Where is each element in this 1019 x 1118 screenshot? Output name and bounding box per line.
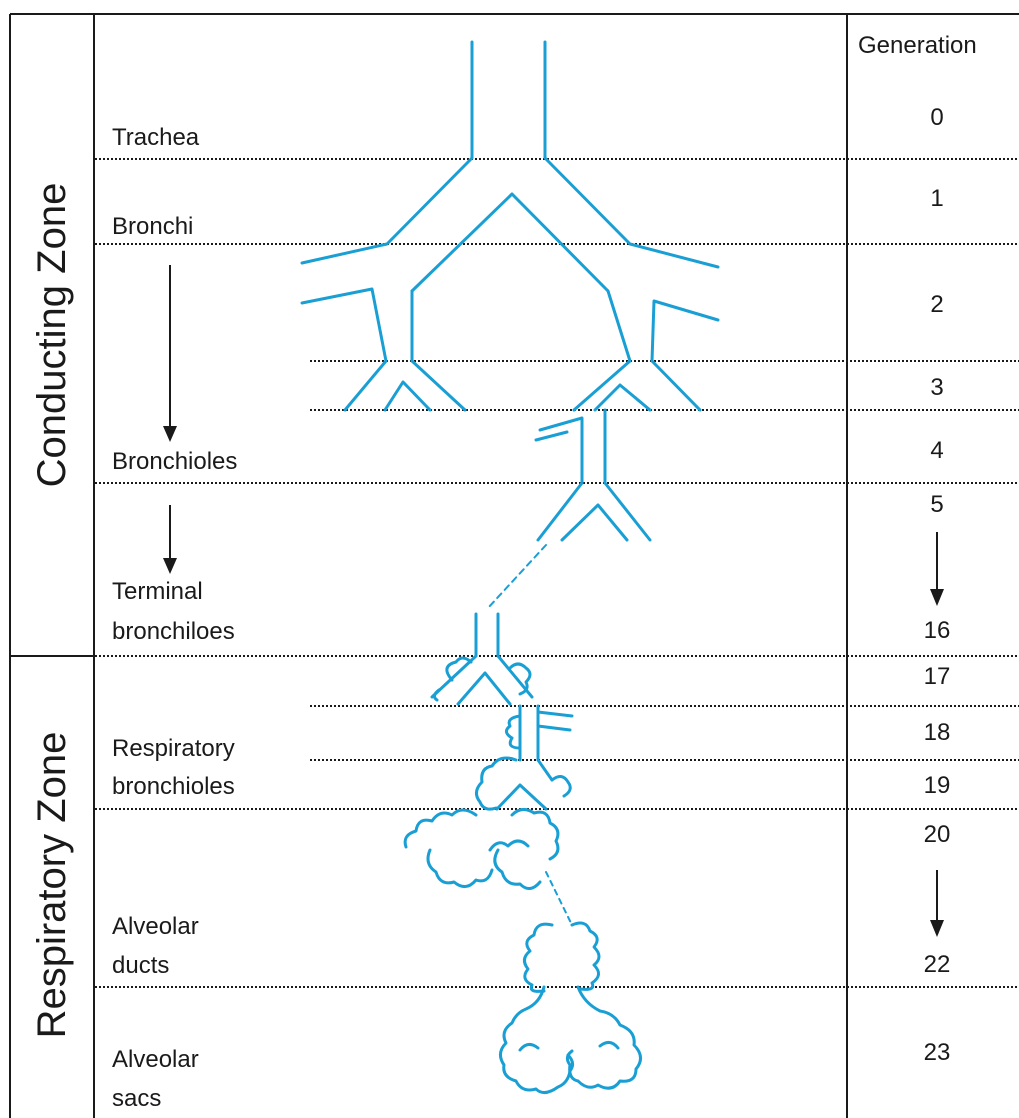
generation-number: 4 <box>897 436 977 466</box>
alveolar-ducts-label-line1: Alveolar <box>112 911 199 943</box>
generation-number: 0 <box>897 103 977 133</box>
generation-number: 5 <box>897 490 977 520</box>
generation-number: 18 <box>897 718 977 748</box>
trachea-label: Trachea <box>112 122 199 154</box>
respiratory-zone-label: Respiratory Zone <box>28 732 76 1039</box>
respiratory-bronchioles-label-line1: Respiratory <box>112 733 235 765</box>
bronchi-label: Bronchi <box>112 211 193 243</box>
generation-dividers <box>95 159 1019 987</box>
generation-number: 16 <box>897 616 977 646</box>
respiratory-bronchioles-label-line2: bronchioles <box>112 771 235 803</box>
generation-number: 1 <box>897 184 977 214</box>
terminal-bronchioles-label-line2: bronchiloes <box>112 616 235 648</box>
terminal-bronchioles-label-line1: Terminal <box>112 576 203 608</box>
generation-number: 19 <box>897 771 977 801</box>
generation-number: 2 <box>897 290 977 320</box>
down-arrows-left <box>163 265 177 574</box>
alveolar-sacs-label-line2: sacs <box>112 1083 161 1115</box>
alveolar-ducts-label-line2: ducts <box>112 950 169 982</box>
generation-header: Generation <box>858 30 977 62</box>
generation-number: 20 <box>897 820 977 850</box>
conducting-zone-label: Conducting Zone <box>28 183 76 488</box>
bronchioles-label: Bronchioles <box>112 446 237 478</box>
generation-number: 23 <box>897 1038 977 1068</box>
alveolar-sacs-label-line1: Alveolar <box>112 1044 199 1076</box>
generation-number: 17 <box>897 662 977 692</box>
generation-number: 22 <box>897 950 977 980</box>
airway-tree <box>302 42 718 1093</box>
generation-number: 3 <box>897 373 977 403</box>
